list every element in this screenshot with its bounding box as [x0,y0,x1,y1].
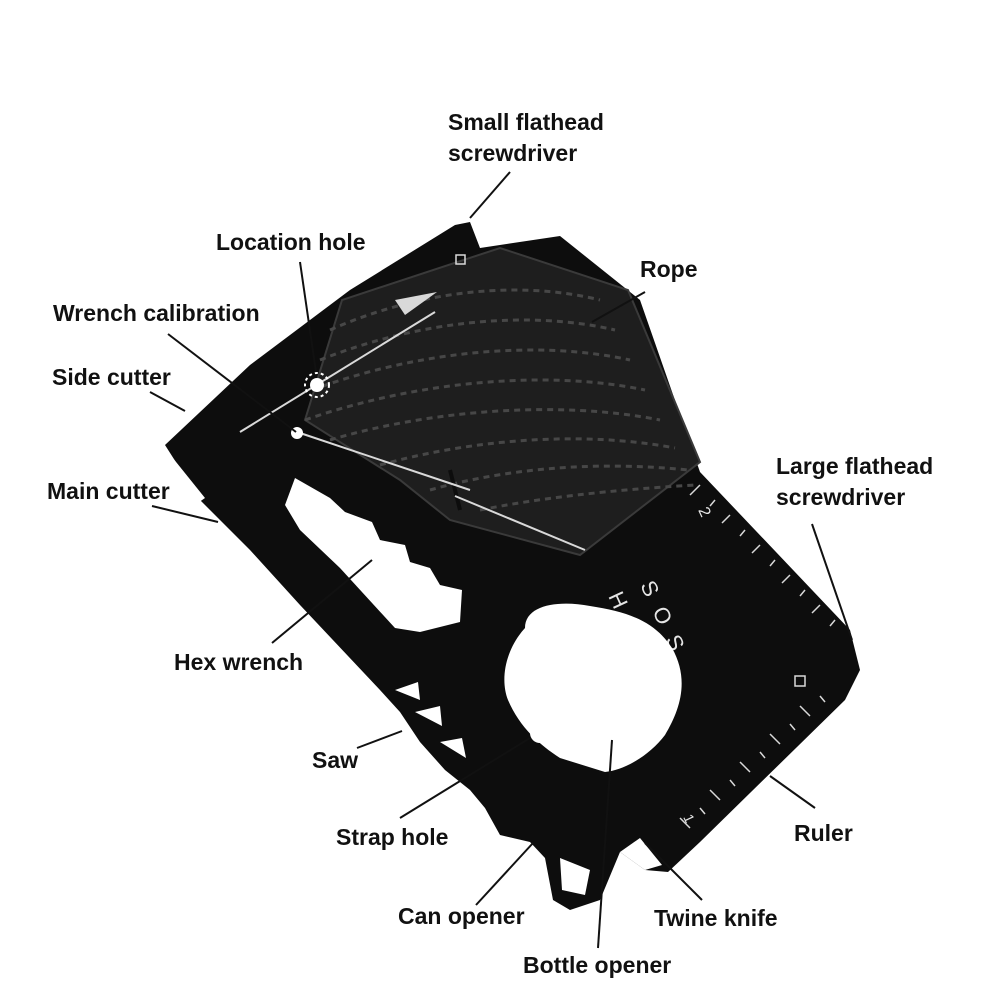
strap-hole-cutout [530,723,550,743]
label-twine-knife-text: Twine knife [654,905,778,931]
label-saw-text: Saw [312,747,359,773]
label-location-hole: Location hole [216,227,366,258]
label-strap-hole-text: Strap hole [336,824,449,850]
label-ruler-text: Ruler [794,820,853,846]
side-cutter-gap [158,442,205,505]
leader-can-opener [475,842,534,906]
bottom-square-mark [794,675,806,687]
label-ruler: Ruler [794,818,853,849]
leader-small-flathead [469,171,511,219]
location-hole-cutout [310,378,324,392]
leader-lines [149,171,853,949]
twine-knife-notch [620,838,662,870]
leader-twine-knife [644,842,703,901]
rope-wrap [303,246,702,557]
label-bottle-opener: Bottle opener [523,950,671,981]
calibration-arrow [395,292,437,315]
label-rope: Rope [640,254,698,285]
label-wrench-calibration: Wrench calibration [53,298,260,329]
leader-side-cutter [149,391,186,412]
ruler-ticks [679,484,836,829]
can-opener-notch [560,858,590,895]
label-twine-knife: Twine knife [654,903,778,934]
leader-ruler [769,775,816,809]
label-can-opener: Can opener [398,901,525,932]
diagonal-groove-lower [454,495,586,551]
hex-wrench-cutout [285,478,462,632]
label-large-flathead-screwdriver: Large flathead screwdriver [776,451,933,513]
leader-large-flathead [811,523,853,641]
leader-main-cutter [151,505,219,523]
label-small-flathead-screwdriver: Small flathead screwdriver [448,107,604,169]
calibration-line [239,311,436,433]
label-rope-text: Rope [640,256,698,282]
leader-strap-hole [399,737,531,819]
label-bottle-opener-text: Bottle opener [523,952,672,978]
label-small-flathead-line1: Small flathead [448,109,604,135]
cutouts [158,378,682,895]
label-hex-wrench-text: Hex wrench [174,649,304,675]
leader-bottle-opener [597,739,613,949]
label-main-cutter-text: Main cutter [47,478,170,504]
label-saw: Saw [312,745,358,776]
diagonal-groove-upper [299,432,471,491]
leader-saw [356,730,403,749]
label-main-cutter: Main cutter [47,476,170,507]
label-strap-hole: Strap hole [336,822,448,853]
leader-rope [591,291,646,323]
label-location-hole-text: Location hole [216,229,366,255]
leader-wrench-calibration [167,333,297,433]
label-small-flathead-line2: screwdriver [448,140,578,166]
leader-hex-wrench [271,559,373,644]
label-hex-wrench: Hex wrench [174,647,303,678]
label-large-flathead-line2: screwdriver [776,484,906,510]
label-large-flathead-line1: Large flathead [776,453,934,479]
label-side-cutter-text: Side cutter [52,364,171,390]
etched-marks [239,254,836,829]
label-wrench-calibration-text: Wrench calibration [53,300,260,326]
leader-location-hole [299,261,317,373]
location-hole-ring [304,372,330,398]
label-can-opener-text: Can opener [398,903,525,929]
top-square-mark [455,254,466,265]
saw-teeth-cutouts [395,682,466,758]
label-side-cutter: Side cutter [52,362,171,393]
